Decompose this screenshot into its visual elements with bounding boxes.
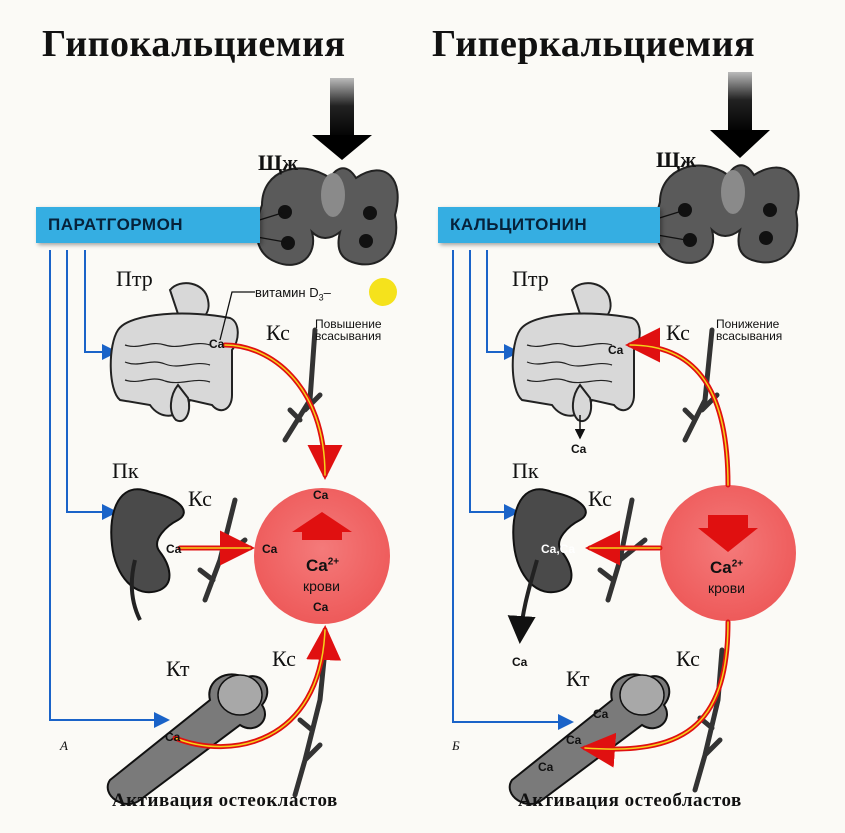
right-kidney <box>507 488 587 644</box>
right-bone-label: Кт <box>566 666 590 691</box>
left-title: Гипокальциемия <box>42 23 346 65</box>
left-up-arrow <box>292 512 352 540</box>
right-title: Гиперкальциемия <box>432 23 756 65</box>
right-thyroid-gland <box>654 164 800 264</box>
right-ca-bone-2: Ca <box>566 733 582 747</box>
left-thyroid-gland <box>255 167 399 266</box>
left-vessel-label-1: Кс <box>266 320 290 345</box>
right-vessel-label-1: Кс <box>666 320 690 345</box>
left-ca-blood-bottom: Ca <box>313 600 329 614</box>
left-ca-intestine: Ca <box>209 337 225 351</box>
right-bone <box>508 673 671 806</box>
right-blue-arrows <box>452 250 574 730</box>
left-red-flows <box>172 342 343 750</box>
left-blue-arrows <box>49 250 170 728</box>
left-vitamin-pointer <box>219 291 255 341</box>
left-ca-blood-top: Ca <box>313 488 329 502</box>
left-bone <box>106 673 269 806</box>
left-kidney-label: Пк <box>112 458 139 483</box>
left-vitamin-sun <box>369 278 397 306</box>
left-bone-label: Кт <box>166 656 190 681</box>
left-blood-circle <box>254 488 390 624</box>
right-thyroid-label: Щж <box>656 147 697 172</box>
right-intestine-label: Птр <box>512 266 549 291</box>
left-thyroid-label: Щж <box>258 150 299 175</box>
left-ca-bone: Ca <box>165 730 181 744</box>
left-hormone-box: ПАРАТГОРМОН <box>36 207 260 243</box>
right-blood-ca-label: Ca2+ <box>710 558 744 577</box>
right-panel-letter: Б <box>452 738 460 753</box>
right-ca-kidney: Ca,Ca <box>541 542 576 556</box>
right-signal-arrow <box>710 72 770 158</box>
right-intestine <box>511 282 641 423</box>
right-vessel-label-3: Кс <box>676 646 700 671</box>
left-panel-graphics <box>49 78 399 806</box>
left-panel-letter: А <box>60 738 68 753</box>
right-red-flows <box>580 327 731 768</box>
left-vitamin-label: витамин D3– <box>255 285 331 303</box>
right-ca-intestine: Ca <box>608 343 624 357</box>
right-ca-excreted-intestine: Ca <box>571 442 587 456</box>
right-ca-excreted-kidney: Ca <box>512 655 528 669</box>
right-caption: Активация остеобластов <box>518 790 742 811</box>
left-vessel-label-3: Кс <box>272 646 296 671</box>
right-vessel-label-2: Кс <box>588 486 612 511</box>
right-hormone-box: КАЛЬЦИТОНИН <box>438 207 660 243</box>
left-caption: Активация остеокластов <box>112 790 338 811</box>
left-intestine-label: Птр <box>116 266 153 291</box>
right-blood-label: крови <box>708 580 745 596</box>
right-blood-circle <box>660 485 796 621</box>
right-panel-graphics <box>452 72 800 806</box>
left-ca-vessel: Ca <box>262 542 278 556</box>
right-ca-bone-1: Ca <box>593 707 609 721</box>
right-ca-bone-3: Ca <box>538 760 554 774</box>
left-ca-kidney: Ca <box>166 542 182 556</box>
left-intestine <box>109 282 239 423</box>
right-down-arrow <box>698 515 758 552</box>
left-signal-arrow <box>312 78 372 160</box>
left-blood-ca-label: Ca2+ <box>306 556 340 575</box>
left-vessel-label-2: Кс <box>188 486 212 511</box>
left-blood-label: крови <box>303 578 340 594</box>
left-kidney <box>110 488 185 621</box>
right-kidney-label: Пк <box>512 458 539 483</box>
